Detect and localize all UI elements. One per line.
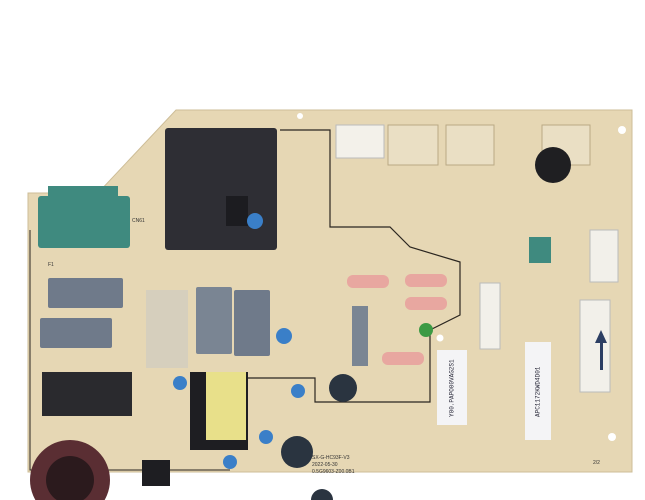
silkscreen-part: 0.5G9603-Z00.0B1 xyxy=(312,469,355,475)
fuse-label: F1 xyxy=(48,262,54,268)
silkscreen-code: SX-G-HC93F-V3 xyxy=(312,455,350,461)
cn-label: CN61 xyxy=(132,218,145,224)
label-sticker-2: APC1172KWD4D01 xyxy=(527,345,549,439)
label-sticker-1: Y00.PAPO00VAG2S1 xyxy=(440,352,464,424)
page-mark: 2/2 xyxy=(593,460,600,466)
silkscreen-date: 2022-05-30 xyxy=(312,462,338,468)
